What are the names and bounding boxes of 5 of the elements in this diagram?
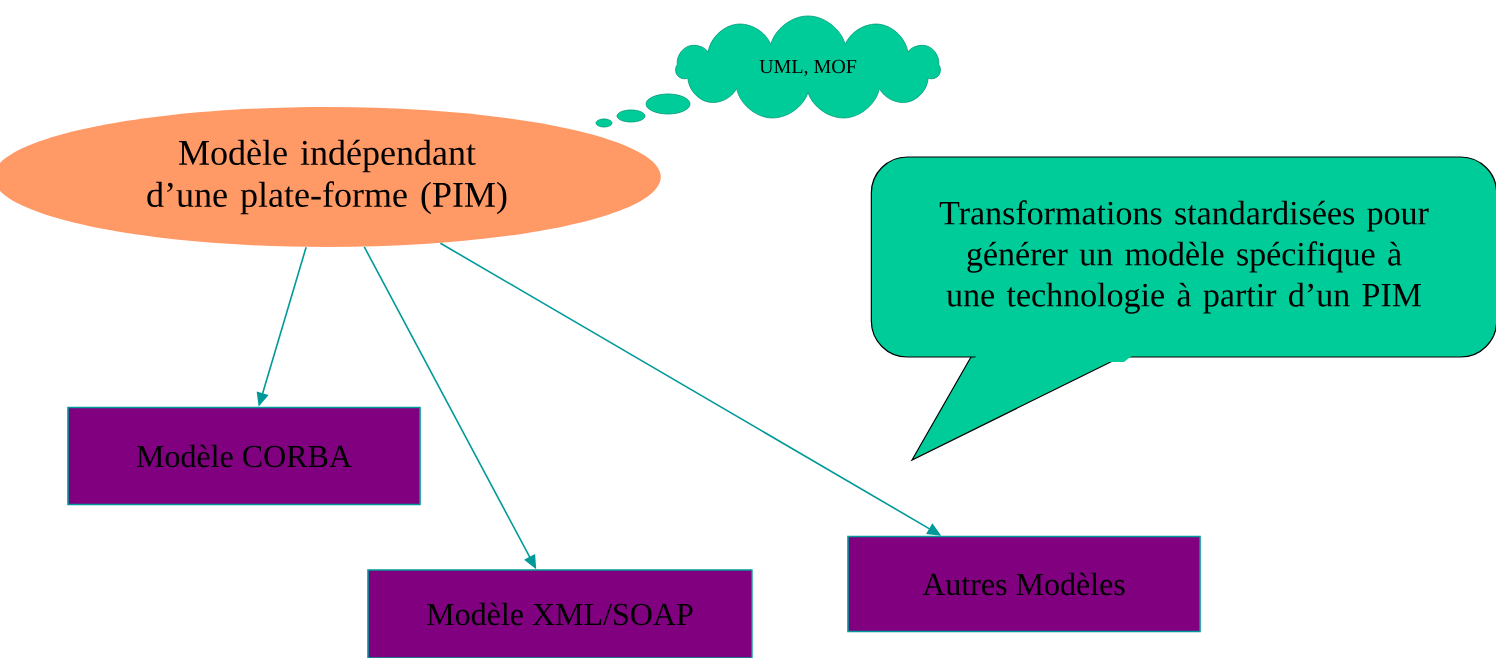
- model-box: Autres Modèles: [847, 535, 1201, 633]
- model-box: Modèle CORBA: [67, 406, 421, 506]
- speech-callout: Transformations standardisées pour générer un modèle spécifique à une technologie à partir d’un PIM: [870, 156, 1496, 462]
- model-box: Modèle XML/SOAP: [367, 569, 753, 658]
- thought-cloud: UML, MOF: [595, 15, 941, 128]
